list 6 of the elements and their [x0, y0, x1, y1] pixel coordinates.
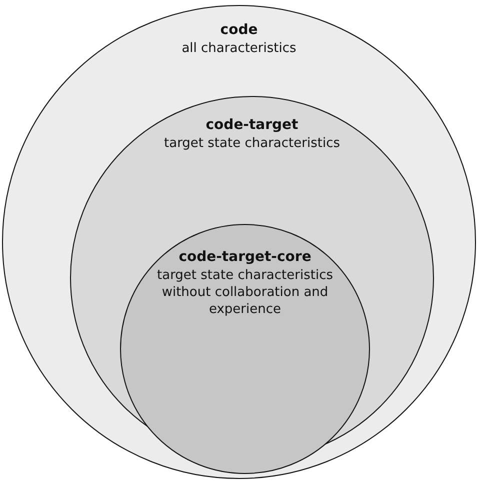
- set-title: code: [219, 21, 259, 39]
- set-title: code-target-core: [178, 248, 312, 266]
- set-description: target state characteristics without collaboration and experience: [156, 267, 334, 318]
- set-description: target state characteristics: [163, 135, 341, 152]
- set-title: code-target: [204, 116, 300, 134]
- set-description: all characteristics: [180, 40, 298, 57]
